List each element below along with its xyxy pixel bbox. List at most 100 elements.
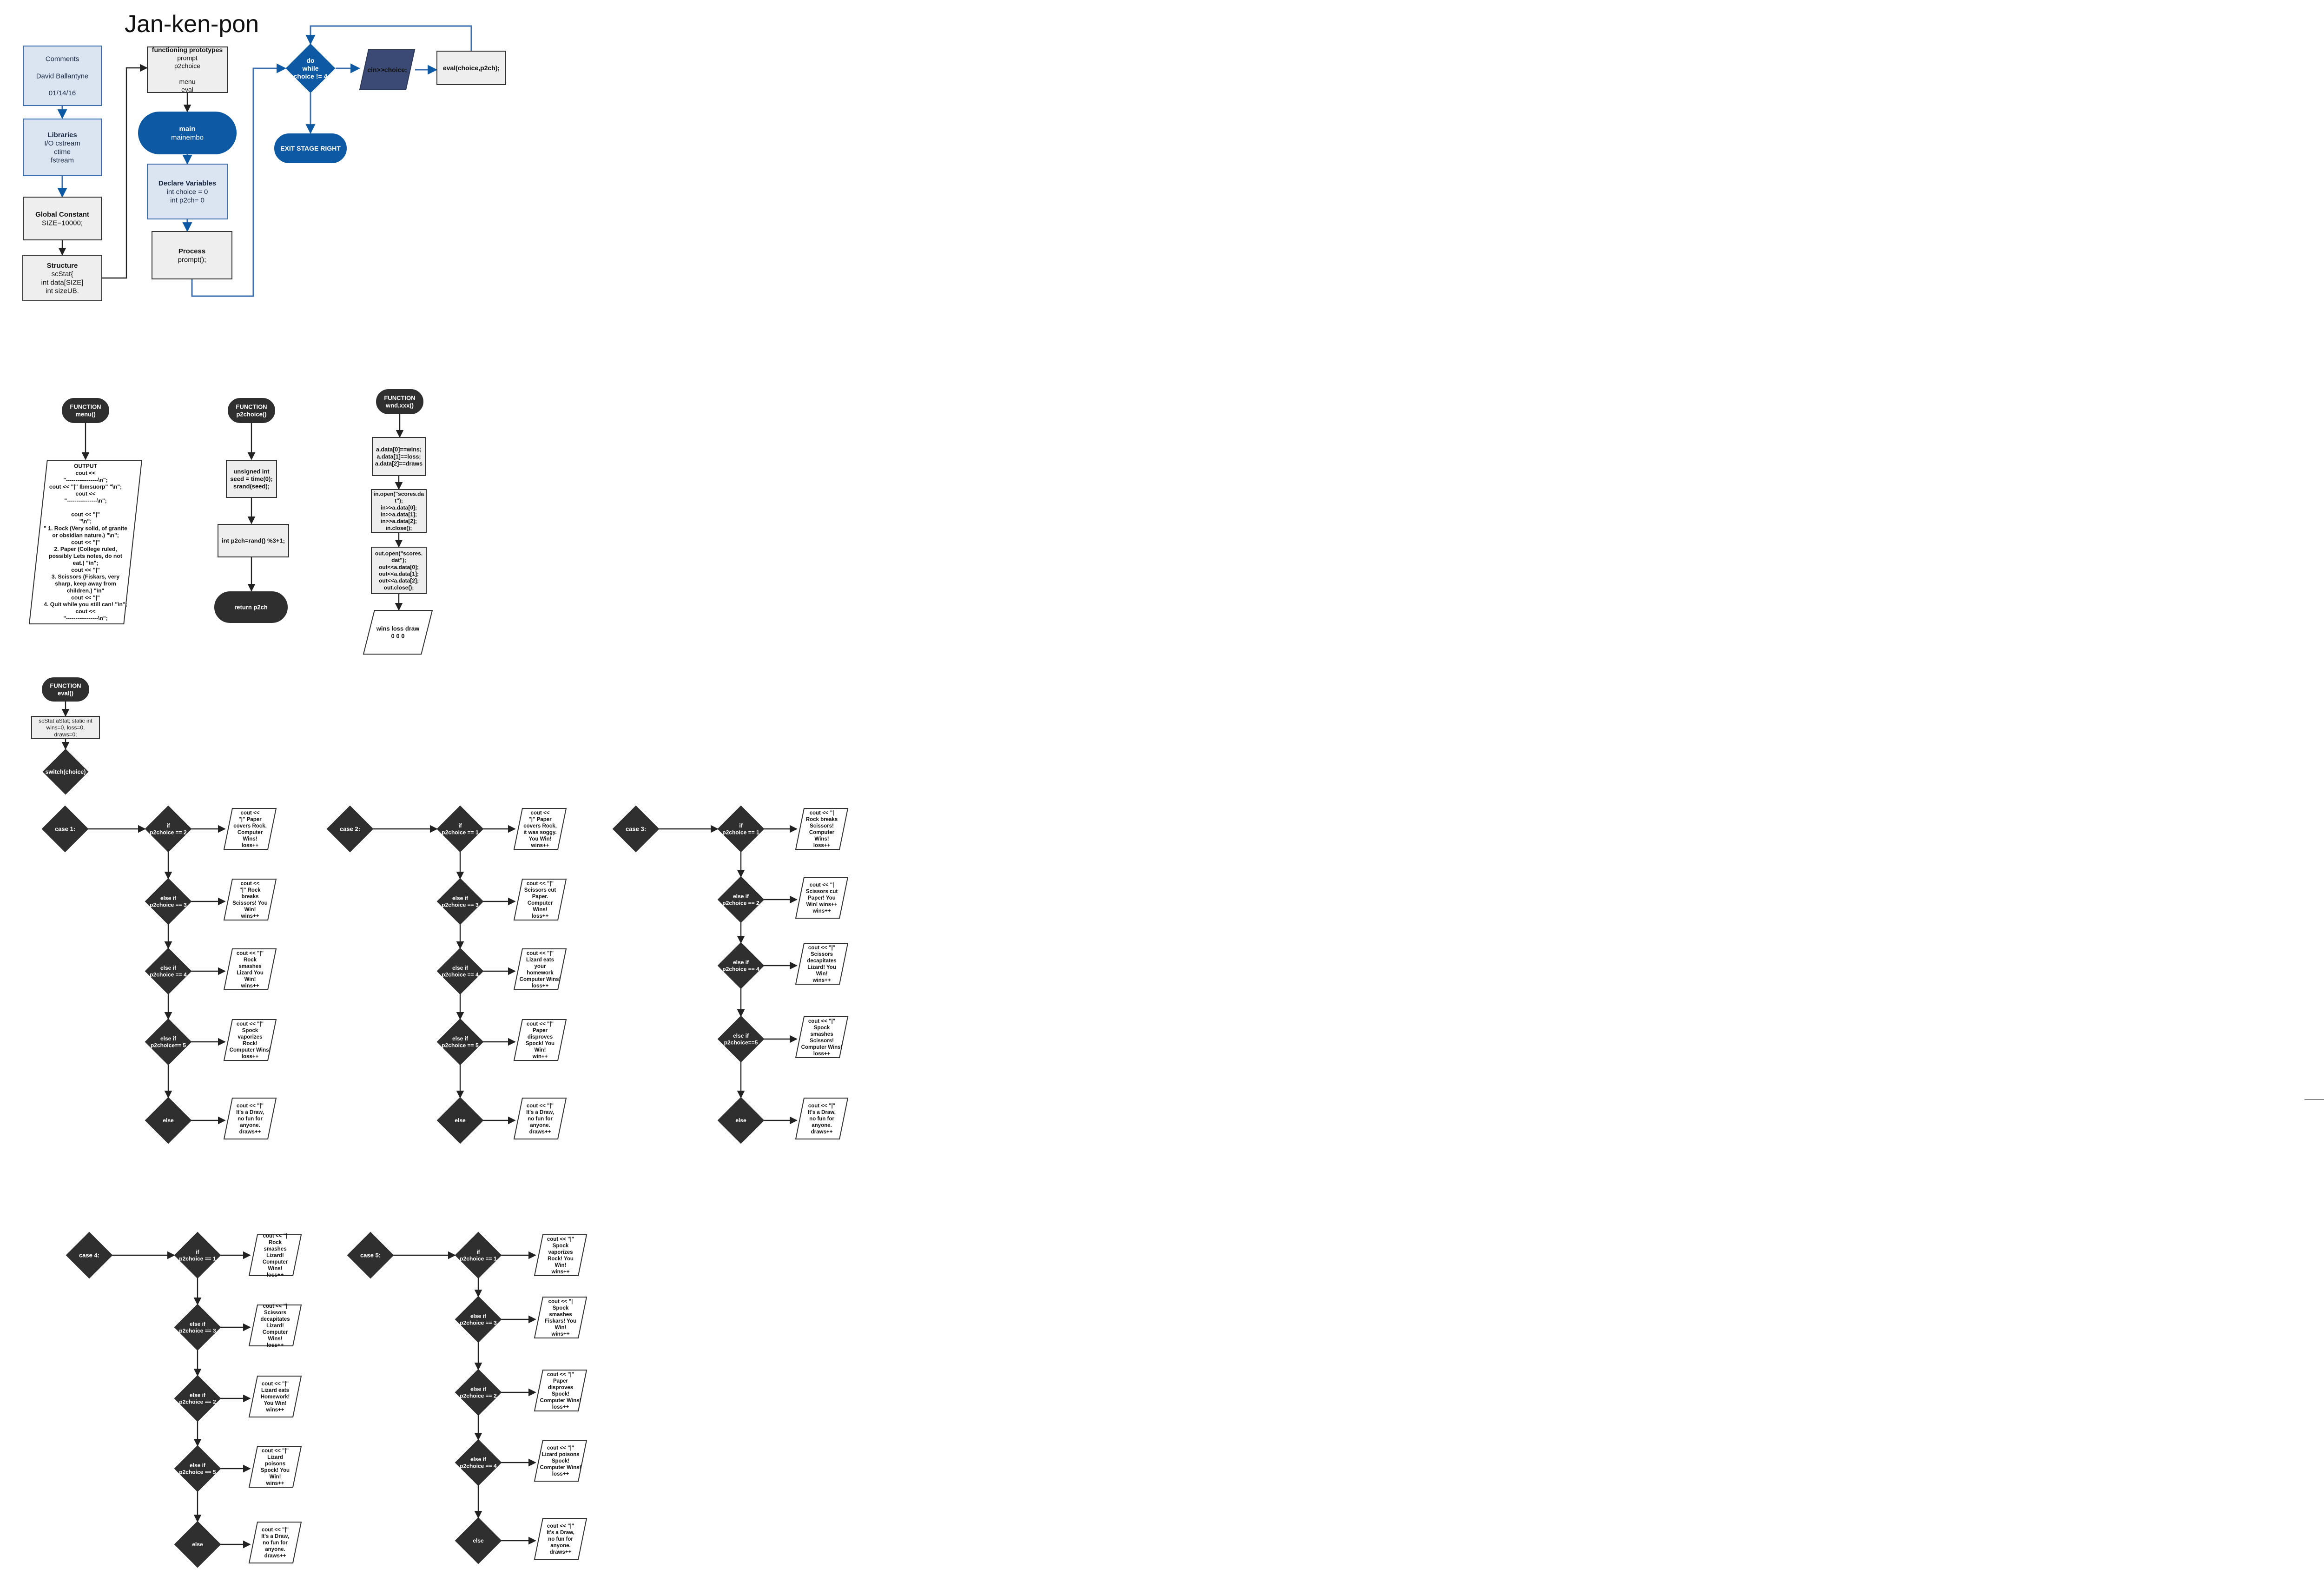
node-input-choice: cin>>choice; xyxy=(359,49,416,90)
case-4-output-4-shape xyxy=(248,1446,302,1488)
node-text-line: FUNCTION xyxy=(50,682,81,689)
node-text-line: Lizard xyxy=(267,1455,283,1460)
node-text-line: " 1. Rock (Very solid, of granite xyxy=(44,525,127,532)
node-text-line: or obsidian nature.) "\n"; xyxy=(52,532,119,538)
node-text-line: anyone. xyxy=(530,1123,550,1128)
node-text-line: a.data[1]==loss; xyxy=(376,453,421,460)
node-text-line: cin>>choice; xyxy=(367,66,407,73)
node-text-line: draws=0; xyxy=(54,731,77,738)
case-2-output-5-shape xyxy=(513,1098,567,1139)
case-3-label-shape xyxy=(612,805,660,853)
node-text-line: Paper xyxy=(533,1028,548,1033)
case-5-condition-5-shape xyxy=(455,1517,502,1564)
node-text-line: int p2ch=rand() %3+1; xyxy=(222,537,285,544)
node-text-line: cout << "|" xyxy=(547,1372,574,1377)
wnd-out-shape xyxy=(371,547,427,594)
node-text-line: else if xyxy=(160,1035,177,1042)
node-main-shape xyxy=(138,112,237,154)
node-text-line: decapitates xyxy=(260,1317,290,1322)
node-text-line: cout << "|" xyxy=(262,1448,289,1454)
node-text-line: p2choice == 1 xyxy=(179,1256,216,1262)
node-text-line: loss++ xyxy=(242,843,259,848)
switch-choice: switch(choice) xyxy=(42,748,89,795)
node-text-line: Rock breaks xyxy=(806,817,838,822)
node-text-line: else xyxy=(192,1541,203,1548)
node-text-line: loss++ xyxy=(267,1343,284,1348)
node-text-line: breaks xyxy=(241,894,258,900)
node-text-line: if xyxy=(166,822,170,829)
node-text-line: Scissors! xyxy=(810,1038,834,1044)
case-5-label: case 5: xyxy=(347,1232,394,1279)
case-3-label: case 3: xyxy=(612,805,660,853)
node-text-line: Rock! You xyxy=(548,1256,574,1262)
node-text-line: draws++ xyxy=(239,1129,261,1135)
node-text-line: Scissors cut xyxy=(524,887,556,893)
node-text-line: prompt(); xyxy=(178,256,206,264)
node-text-line: draws++ xyxy=(550,1550,572,1555)
node-text-line: wins=0, loss=0, xyxy=(46,724,85,731)
node-text-line: 3. Scissors (Fiskars, very xyxy=(52,574,120,580)
node-text-line: possibly Lets notes, do not xyxy=(49,553,122,559)
node-text-line: cout << xyxy=(531,810,550,816)
node-process-shape xyxy=(152,231,232,279)
node-text-line: cout << "|" Ibmsuorp" "\n"; xyxy=(49,483,122,490)
node-text-line: case 5: xyxy=(360,1252,381,1259)
case-4-output-3-shape xyxy=(248,1376,302,1417)
case-5-output-4: cout << "|"Lizard poisonsSpock!Computer … xyxy=(534,1440,588,1482)
node-text-line: Spock! You xyxy=(526,1041,555,1046)
node-text-line: It's a Draw, xyxy=(236,1110,264,1115)
case-1-output-2-shape xyxy=(223,879,277,920)
node-text-line: choice != 4 xyxy=(294,73,328,80)
node-text-line: else if xyxy=(190,1392,206,1398)
case-3-output-3-shape xyxy=(795,943,849,985)
case-2-condition-4-shape xyxy=(436,1018,484,1066)
case-2-output-4-shape xyxy=(513,1019,567,1061)
eval-declarations-shape xyxy=(31,716,100,739)
connector-arrow xyxy=(102,64,148,279)
node-prototypes-shape xyxy=(147,46,228,93)
node-text-line: in>>a.data[0]; xyxy=(381,504,417,511)
node-text-line: David Ballantyne xyxy=(36,72,89,80)
node-text-line: cout << "|" xyxy=(71,594,100,601)
connector-arrow xyxy=(191,63,287,297)
node-text-line: wins++ xyxy=(241,914,259,919)
node-text-line: Win! xyxy=(555,1263,567,1268)
node-text-line: p2choice == 2 xyxy=(722,900,759,907)
case-4-output-5: cout << "|"It's a Draw,no fun foranyone.… xyxy=(248,1522,302,1563)
node-text-line: your xyxy=(535,964,546,969)
node-text-line: Win! xyxy=(244,907,256,913)
case-3-condition-1-shape xyxy=(717,805,765,853)
menu-output-shape xyxy=(28,460,143,624)
node-text-line: while xyxy=(302,65,318,72)
node-text-line: in>>a.data[2]; xyxy=(381,518,417,524)
node-text-line: p2choice == 3 xyxy=(179,1328,216,1334)
node-text-line: a.data[0]==wins; xyxy=(376,446,422,453)
node-text-line: cout << "|" xyxy=(237,951,264,956)
node-text-line: You Win! xyxy=(264,1401,287,1406)
case-3-output-4: cout << "|"SpocksmashesScissors!Computer… xyxy=(795,1016,849,1058)
node-text-line: Computer Wins! xyxy=(540,1465,581,1470)
node-text-line: children.) "\n" xyxy=(67,588,105,594)
case-1-output-5: cout << "|"It's a Draw,no fun foranyone.… xyxy=(223,1098,277,1139)
case-1-output-1-shape xyxy=(223,808,277,850)
node-text-line: else xyxy=(455,1117,466,1124)
node-text-line: cout << "| xyxy=(810,882,834,888)
node-declare-shape xyxy=(147,164,228,219)
node-text-line: Homework! xyxy=(261,1394,290,1400)
node-text-line: if xyxy=(476,1249,480,1255)
node-text-line: Win! xyxy=(244,977,256,982)
case-4-output-1: cout << "|RocksmashesLizard!ComputerWins… xyxy=(248,1233,302,1278)
node-text-line: Lizard eats xyxy=(261,1388,289,1393)
case-1-condition-5: else xyxy=(145,1097,192,1144)
case-4-output-2: cout << "|ScissorsdecapitatesLizard!Comp… xyxy=(248,1304,302,1348)
node-structure-shape xyxy=(22,255,102,301)
node-text-line: Spock! xyxy=(552,1391,569,1397)
node-text-line: p2choice == 4 xyxy=(442,972,479,978)
case-1-output-3-shape xyxy=(223,948,277,990)
